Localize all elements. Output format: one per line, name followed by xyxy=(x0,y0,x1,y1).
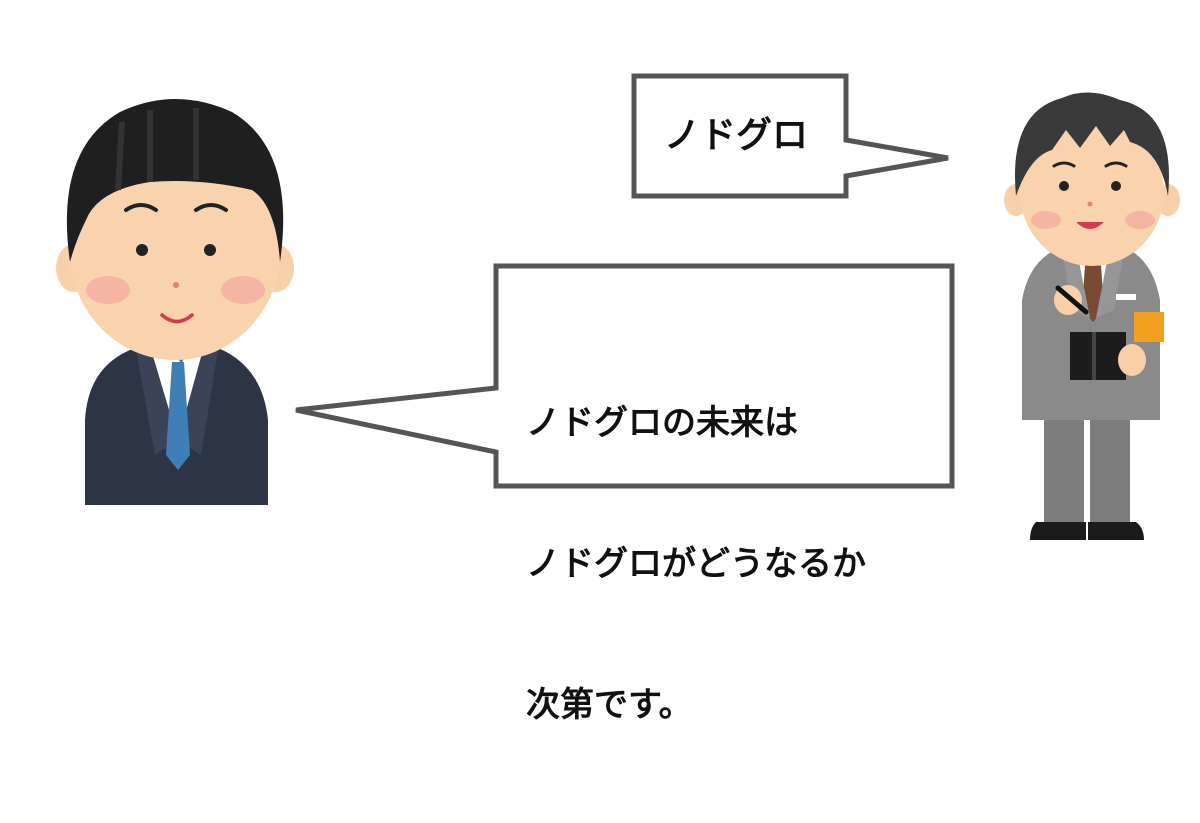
main-bubble-line: ノドグロがどうなるか xyxy=(526,544,866,584)
top-speech-bubble xyxy=(631,73,949,199)
main-bubble-line: 次第です。 xyxy=(526,685,693,725)
businessman-icon xyxy=(56,99,294,505)
reporter-icon xyxy=(1004,92,1180,540)
scene-illustration xyxy=(56,73,1180,540)
main-speech-bubble xyxy=(295,263,955,489)
main-bubble-text: ノドグロの未来は ノドグロがどうなるか 次第です。 xyxy=(526,306,866,823)
main-bubble-line: ノドグロの未来は xyxy=(526,403,798,443)
top-bubble-text: ノドグロ xyxy=(664,115,809,156)
comic-scene: ノドグロ ノドグロの未来は ノドグロがどうなるか 次第です。 xyxy=(56,73,1180,725)
